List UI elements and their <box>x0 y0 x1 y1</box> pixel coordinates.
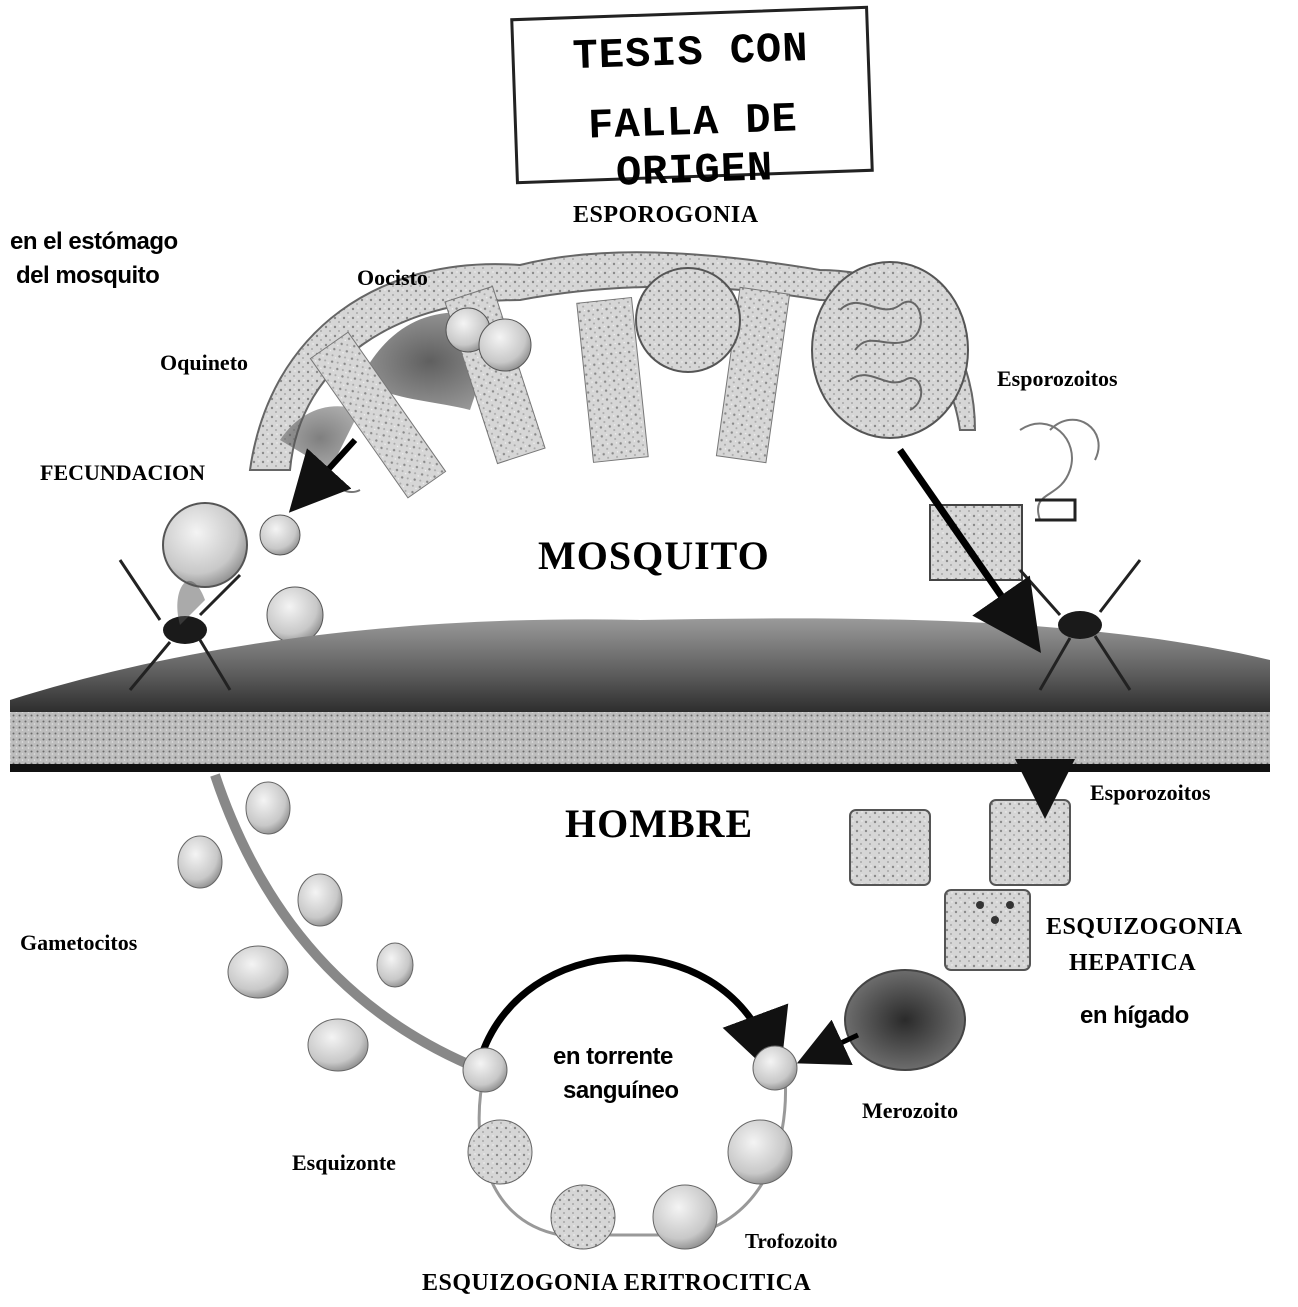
label-esquizogonia-eritrocitica: ESQUIZOGONIA ERITROCITICA <box>422 1270 811 1297</box>
stamp-line-1: TESIS CON <box>514 23 867 83</box>
label-esporogonia: ESPOROGONIA <box>573 202 759 229</box>
skin-band <box>10 618 1270 772</box>
label-oocisto: Oocisto <box>357 265 428 291</box>
label-esporozoitos-bottom: Esporozoitos <box>1090 780 1211 806</box>
label-gametocitos: Gametocitos <box>20 930 137 956</box>
label-esquizonte: Esquizonte <box>292 1150 396 1176</box>
label-esporozoitos-top: Esporozoitos <box>997 366 1118 392</box>
label-stomach-line1: en el estómago <box>10 228 178 256</box>
label-torrente-2: sanguíneo <box>563 1077 679 1105</box>
label-en-higado: en hígado <box>1080 1002 1189 1030</box>
label-hombre: HOMBRE <box>565 800 753 847</box>
label-esquizogonia-hepatica-2: HEPATICA <box>1069 950 1196 977</box>
sporozoite-release <box>930 420 1099 580</box>
label-torrente-1: en torrente <box>553 1043 673 1071</box>
label-stomach-line2: del mosquito <box>16 262 159 290</box>
label-oquineto: Oquineto <box>160 350 248 376</box>
label-merozoito: Merozoito <box>862 1098 958 1124</box>
label-trofozoito: Trofozoito <box>745 1229 838 1254</box>
label-fecundacion: FECUNDACION <box>40 460 205 486</box>
arrow-liver-merozoite <box>815 1035 858 1055</box>
liver-cells <box>845 800 1070 1070</box>
thesis-stamp: TESIS CON FALLA DE ORIGEN <box>510 6 874 184</box>
stamp-line-2: FALLA DE ORIGEN <box>516 93 871 201</box>
label-esquizogonia-hepatica-1: ESQUIZOGONIA <box>1046 914 1243 941</box>
label-mosquito: MOSQUITO <box>538 532 770 579</box>
